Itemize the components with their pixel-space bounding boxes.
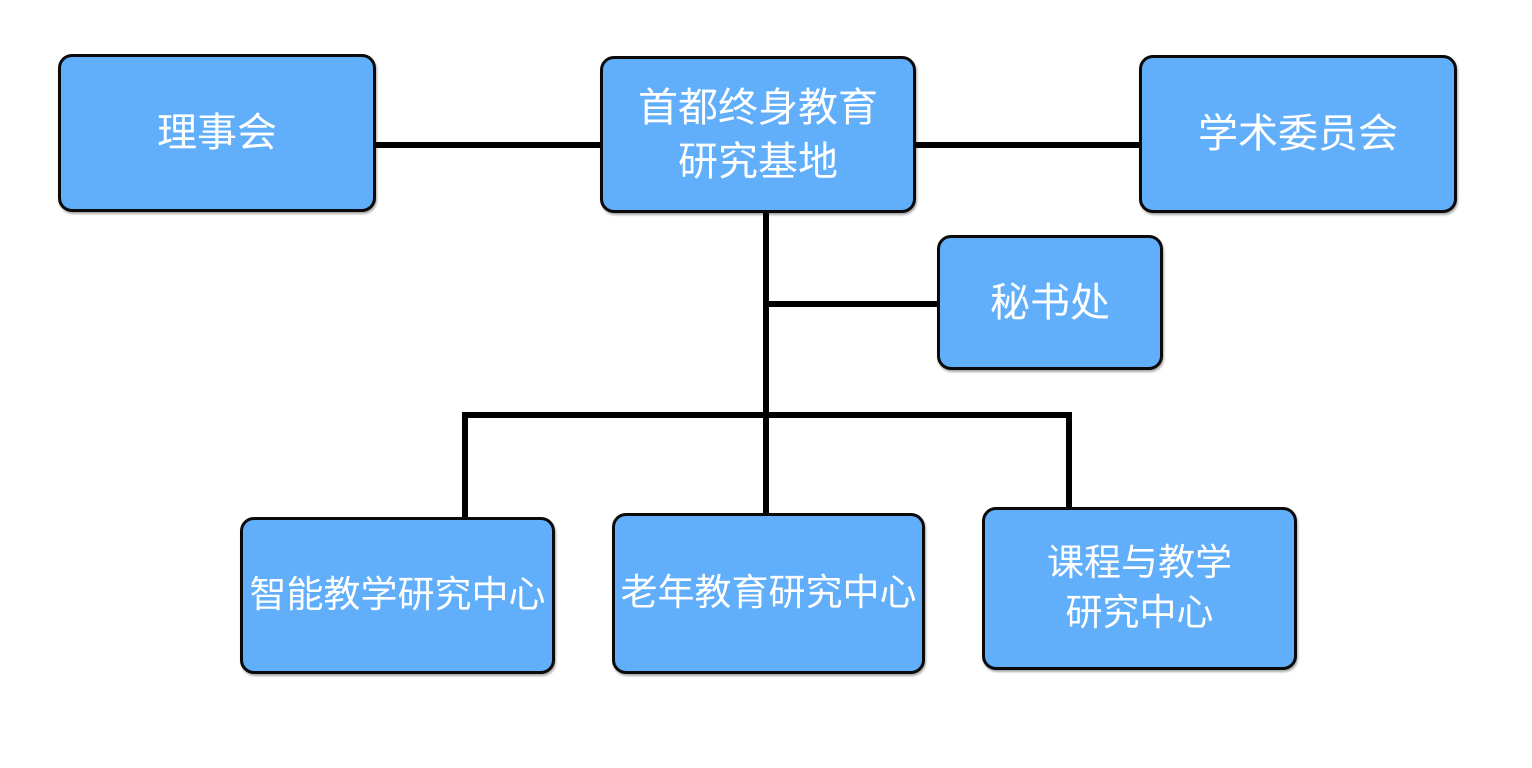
edge-trunk-to-secretariat [766,301,937,307]
org-node-board: 理事会 [58,54,376,212]
org-node-elderly-education-center: 老年教育研究中心 [612,513,925,674]
edge-board-to-base [376,142,600,148]
edge-base-to-academic [916,142,1139,148]
edge-drop-to-curriculum [1066,412,1072,508]
edge-base-trunk [763,212,769,514]
edge-drop-to-smart [462,412,468,518]
org-node-academic-committee: 学术委员会 [1139,55,1457,213]
org-node-smart-teaching-center: 智能教学研究中心 [240,517,555,674]
org-node-base: 首都终身教育 研究基地 [600,56,916,213]
org-node-curriculum-teaching-center: 课程与教学 研究中心 [982,507,1297,670]
org-node-secretariat: 秘书处 [937,235,1163,370]
edge-bottom-branch-bus [462,412,1072,418]
